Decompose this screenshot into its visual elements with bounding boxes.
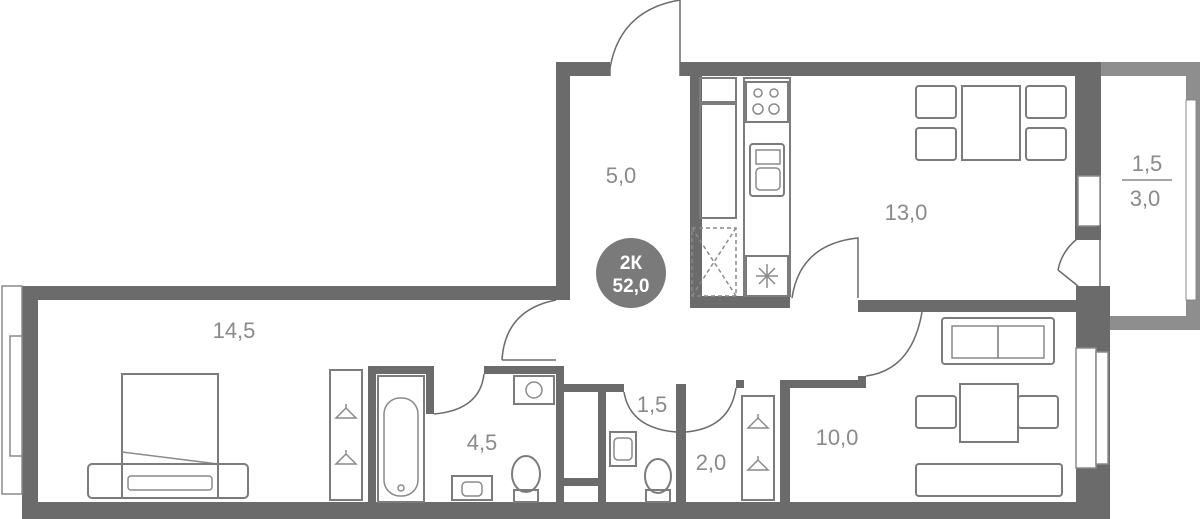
room-area-closet: 2,0 xyxy=(696,450,727,475)
stove-icon xyxy=(745,81,789,123)
apartment-type-label: 2К xyxy=(620,253,643,274)
washbasin-icon xyxy=(451,475,493,501)
living-dining-table-icon xyxy=(915,383,1059,443)
closet-hanger-icon xyxy=(741,395,775,501)
room-area-bathroom: 4,5 xyxy=(467,430,498,455)
sofa-icon xyxy=(941,317,1055,365)
room-area-balcony-bottom: 3,0 xyxy=(1130,186,1161,211)
sink-icon xyxy=(749,143,785,197)
dining-table-icon xyxy=(915,85,1067,161)
room-area-wc: 1,5 xyxy=(637,392,668,417)
apartment-total-area: 52,0 xyxy=(613,276,650,297)
room-area-balcony-top: 1,5 xyxy=(1132,151,1163,176)
windows xyxy=(1,99,1197,495)
wardrobe-hanger-icon xyxy=(329,369,363,501)
outer-walls xyxy=(22,62,1200,519)
toilet-icon xyxy=(511,455,541,503)
bathtub-icon xyxy=(377,375,425,503)
fridge-icon xyxy=(745,255,789,297)
wc-washbasin-icon xyxy=(609,431,637,467)
bed-icon xyxy=(87,373,249,499)
area-labels: 5,0 13,0 1,5 3,0 14,5 4,5 1,5 2,0 10,0 xyxy=(213,151,1172,475)
room-area-hall: 5,0 xyxy=(606,163,637,188)
doors xyxy=(433,0,1101,433)
room-area-living: 10,0 xyxy=(816,425,859,450)
washing-machine-icon xyxy=(513,375,555,405)
wc-toilet-icon xyxy=(644,458,672,503)
room-area-bedroom: 14,5 xyxy=(213,318,256,343)
apartment-badge: 2К 52,0 xyxy=(596,238,666,308)
room-area-kitchen: 13,0 xyxy=(885,200,928,225)
tv-stand xyxy=(915,463,1063,497)
kitchen-units xyxy=(691,77,791,297)
